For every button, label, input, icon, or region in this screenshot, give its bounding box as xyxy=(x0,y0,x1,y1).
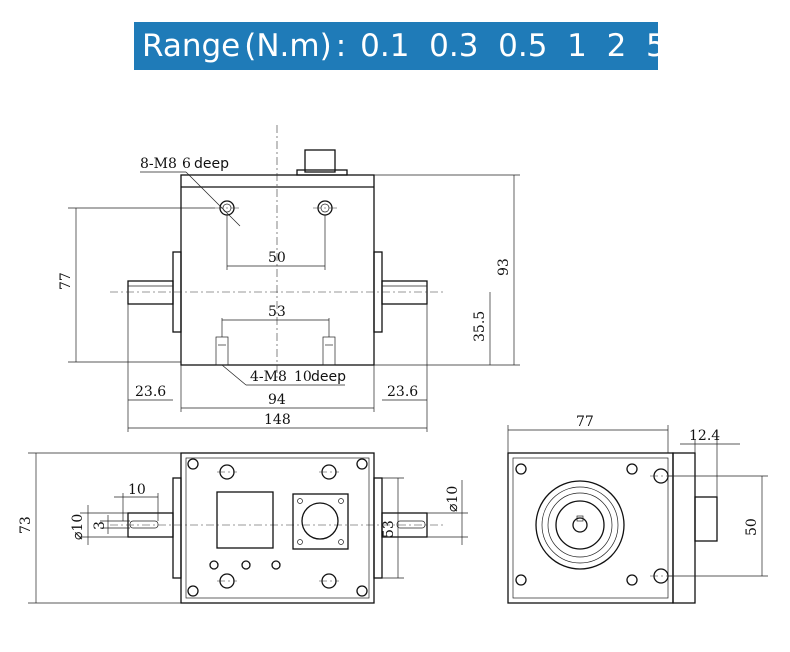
side-view: 77 12.4 50 xyxy=(507,414,768,604)
front-left-shaft xyxy=(127,280,174,305)
top-connector xyxy=(292,493,349,550)
dim-left-shaft: 23.6 xyxy=(135,384,166,400)
top-body xyxy=(180,452,375,604)
top-left-shaft xyxy=(127,512,174,538)
thread-top-label: 8-M8 xyxy=(140,156,177,172)
dim-top-height: 73 xyxy=(18,516,34,534)
side-body xyxy=(507,452,674,604)
dim-key-length: 10 xyxy=(128,482,146,498)
dim-side-width: 77 xyxy=(576,414,594,430)
front-right-shaft xyxy=(381,280,428,305)
dim-shaft-diam-left: ⌀10 xyxy=(70,514,86,540)
dim-bottom-holes: 53 xyxy=(268,304,286,320)
dim-hole-spacing: 50 xyxy=(744,518,760,536)
range-label: Range xyxy=(142,28,241,64)
thread-bottom-label: 4-M8 xyxy=(250,369,287,385)
side-ring-outer xyxy=(535,480,625,570)
front-view: 50 53 8-M8 6 deep 4-M8 10 deep 23.6 23.6… xyxy=(58,125,520,432)
range-values: 0.1 0.3 0.5 1 2 5 xyxy=(360,28,666,64)
front-bottom-hole-right xyxy=(322,336,336,366)
dim-total-width: 148 xyxy=(264,412,291,428)
top-view: 73 ⌀10 3 10 ⌀10 53 xyxy=(18,452,468,604)
front-bottom-hole-left xyxy=(215,336,229,366)
side-plate xyxy=(672,452,696,604)
thread-bottom-depth-num: 10 xyxy=(294,369,312,385)
thread-top-depth-word: deep xyxy=(194,156,229,172)
dim-flange: 53 xyxy=(381,520,397,538)
dim-axis-height: 35.5 xyxy=(472,311,488,342)
thread-bottom-depth-word: deep xyxy=(311,369,346,385)
colon: : xyxy=(335,28,347,64)
dim-connector: 12.4 xyxy=(689,428,720,444)
dim-key: 3 xyxy=(92,521,108,530)
front-body xyxy=(180,174,375,366)
range-banner: Range (N.m) : 0.1 0.3 0.5 1 2 5 xyxy=(134,22,666,70)
thread-top-depth-num: 6 xyxy=(182,156,191,172)
side-connector xyxy=(694,496,718,542)
dim-height-right: 93 xyxy=(496,258,512,276)
dim-top-holes: 50 xyxy=(268,250,286,266)
dim-height-left: 77 xyxy=(58,272,74,290)
unit-label: (N.m) xyxy=(244,28,332,64)
front-connector xyxy=(304,149,336,173)
dim-shaft-diam-right: ⌀10 xyxy=(445,486,461,512)
dim-body-width: 94 xyxy=(268,392,286,408)
dim-right-shaft: 23.6 xyxy=(387,384,418,400)
display-window xyxy=(216,491,274,549)
top-left-flange xyxy=(172,477,182,579)
